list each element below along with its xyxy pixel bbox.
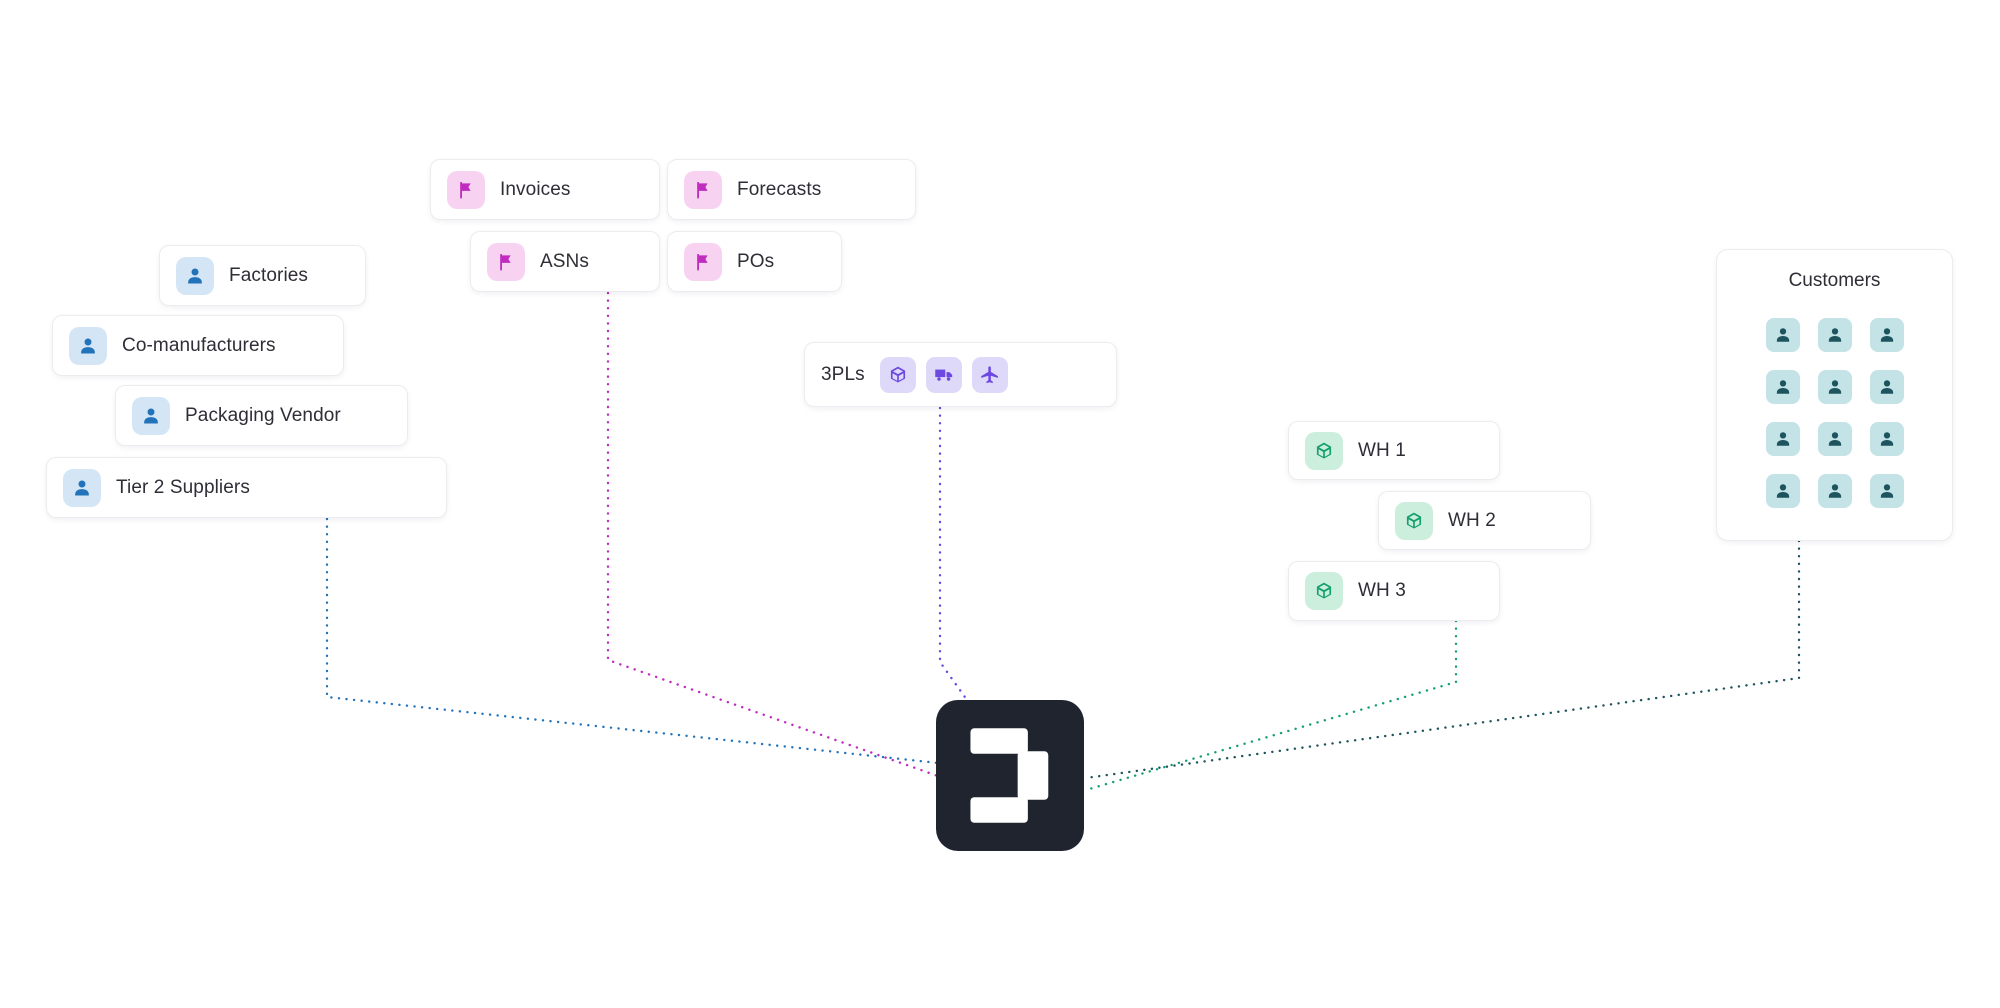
- node-label: Tier 2 Suppliers: [116, 476, 250, 498]
- person-icon: [1817, 318, 1852, 352]
- node-pos[interactable]: POs: [667, 231, 842, 292]
- node-label: 3PLs: [821, 363, 865, 385]
- connector-3pls: [938, 406, 969, 702]
- node-invoices[interactable]: Invoices: [430, 159, 660, 220]
- flag-icon: [447, 170, 485, 209]
- node-wh2[interactable]: WH 2: [1378, 491, 1591, 550]
- customers-panel[interactable]: Customers: [1716, 249, 1953, 541]
- package-icon: [1305, 431, 1343, 470]
- node-label: Packaging Vendor: [185, 404, 341, 426]
- flag-icon: [487, 242, 525, 281]
- node-label: Factories: [229, 264, 309, 286]
- customers-title: Customers: [1788, 270, 1881, 291]
- flag-icon: [684, 170, 722, 209]
- person-icon: [1765, 422, 1800, 456]
- truck-icon: [925, 356, 962, 393]
- package-icon: [1305, 572, 1343, 610]
- node-forecasts[interactable]: Forecasts: [667, 159, 916, 220]
- node-wh3[interactable]: WH 3: [1288, 561, 1500, 621]
- node-wh1[interactable]: WH 1: [1288, 421, 1500, 480]
- plane-icon: [971, 356, 1008, 393]
- package-icon: [879, 356, 916, 393]
- person-icon: [1817, 370, 1852, 404]
- person-icon: [1869, 370, 1904, 404]
- node-packaging-vendor[interactable]: Packaging Vendor: [115, 385, 408, 446]
- flag-icon: [684, 242, 722, 281]
- node-label: Co-manufacturers: [122, 334, 276, 356]
- connector-suppliers: [325, 517, 940, 765]
- node-label: WH 3: [1358, 580, 1406, 601]
- person-icon: [1765, 474, 1800, 508]
- person-icon: [132, 396, 170, 435]
- person-icon: [1765, 318, 1800, 352]
- connector-warehouses: [1084, 619, 1458, 792]
- customers-grid: [1765, 318, 1904, 508]
- node-label: POs: [737, 250, 775, 272]
- person-icon: [1817, 422, 1852, 456]
- node-label: ASNs: [540, 250, 589, 272]
- person-icon: [1869, 422, 1904, 456]
- person-icon: [69, 326, 107, 365]
- person-icon: [176, 256, 214, 295]
- package-icon: [1395, 501, 1433, 540]
- node-tier2-suppliers[interactable]: Tier 2 Suppliers: [46, 457, 447, 518]
- node-label: WH 1: [1358, 439, 1406, 461]
- person-icon: [1765, 370, 1800, 404]
- node-factories[interactable]: Factories: [159, 245, 366, 306]
- person-icon: [1869, 474, 1904, 508]
- node-label: Forecasts: [737, 178, 822, 200]
- node-3pls[interactable]: 3PLs: [804, 342, 1117, 407]
- logo-mark-icon: [970, 728, 1049, 823]
- logistics-icon-row: [879, 356, 1008, 393]
- person-icon: [1869, 318, 1904, 352]
- node-label: Invoices: [500, 178, 571, 200]
- hub-logo[interactable]: [936, 700, 1084, 851]
- node-label: WH 2: [1448, 509, 1496, 531]
- person-icon: [63, 468, 101, 507]
- node-asns[interactable]: ASNs: [470, 231, 660, 292]
- node-co-manufacturers[interactable]: Co-manufacturers: [52, 315, 344, 376]
- person-icon: [1817, 474, 1852, 508]
